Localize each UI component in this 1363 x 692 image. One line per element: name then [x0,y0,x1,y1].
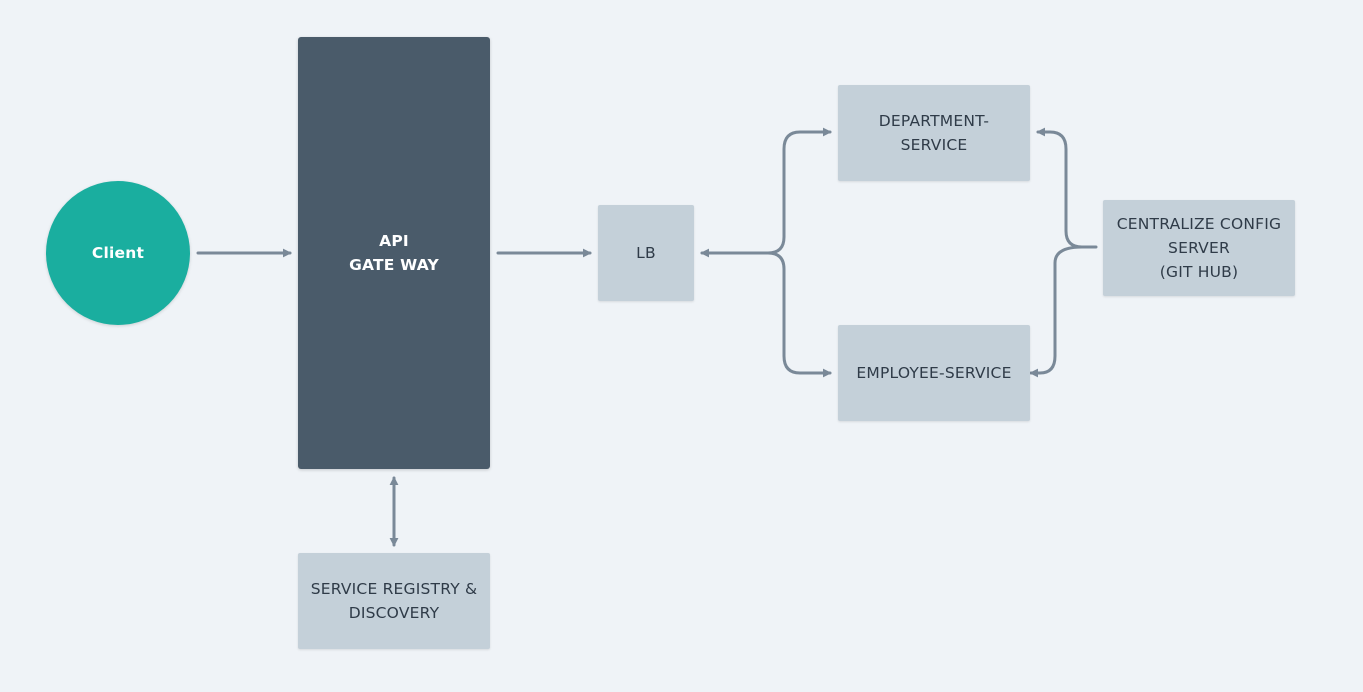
department-service-label-line-2: SERVICE [900,136,968,154]
config-server-node: CENTRALIZE CONFIG SERVER (GIT HUB) [1103,200,1295,296]
config-server-label-line-2: SERVER [1168,239,1230,257]
service-registry-label-line-2: DISCOVERY [348,604,440,622]
api-gateway-node: API GATE WAY [298,37,490,469]
edge-lb-to-employee [766,251,832,378]
employee-service-label: EMPLOYEE-SERVICE [856,364,1012,382]
edge-config-to-employee [1029,245,1084,378]
config-server-label-line-1: CENTRALIZE CONFIG [1116,215,1282,233]
service-registry-label-line-1: SERVICE REGISTRY & [310,580,478,598]
service-registry-node: SERVICE REGISTRY & DISCOVERY [298,553,490,649]
edge-config-to-department [1036,127,1098,249]
config-server-label-line-3: (GIT HUB) [1159,263,1239,281]
load-balancer-label: LB [636,244,656,262]
client-node: Client [46,181,190,325]
edge-lb-to-department [700,127,832,258]
load-balancer-node: LB [598,205,694,301]
api-gateway-label-line-1: API [379,232,409,250]
department-service-label-line-1: DEPARTMENT- [878,112,990,130]
api-gateway-label-line-2: GATE WAY [349,256,439,274]
department-service-node: DEPARTMENT- SERVICE [838,85,1030,181]
client-label: Client [91,244,145,262]
employee-service-node: EMPLOYEE-SERVICE [838,325,1030,421]
